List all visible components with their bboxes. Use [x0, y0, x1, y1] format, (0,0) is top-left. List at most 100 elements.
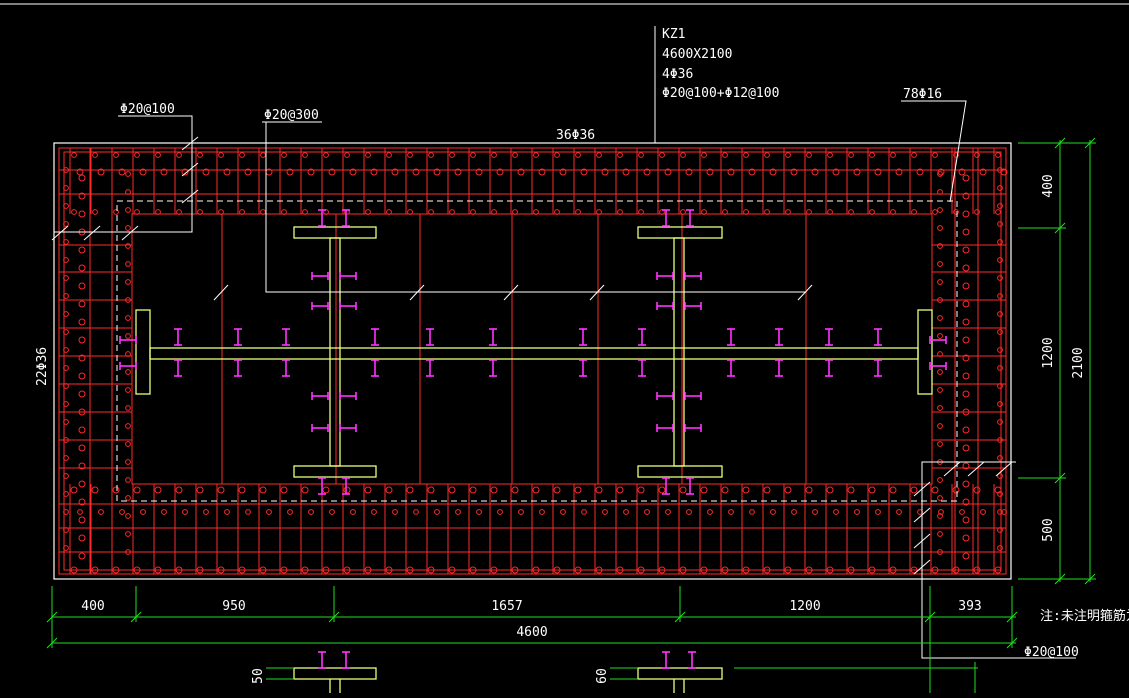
rebar-circle: [63, 365, 69, 371]
callout-corner-bars[interactable]: 78Φ16: [903, 87, 942, 102]
callout-side-bars[interactable]: 22Φ36: [35, 347, 50, 386]
rebar-circle: [125, 207, 131, 213]
rebar-circle: [112, 486, 120, 494]
column-stirrups[interactable]: Φ20@100+Φ12@100: [662, 86, 779, 101]
rebar-circle: [958, 168, 966, 176]
rebar-circle: [937, 333, 943, 339]
rebar-circle: [937, 369, 943, 375]
rebar-circle: [707, 509, 713, 515]
rebar-circle: [706, 168, 714, 176]
rebar-circle: [962, 282, 970, 290]
rebar-circle: [742, 486, 750, 494]
dim-h-393: 393: [958, 599, 981, 614]
steel-right-bottom-flange: [637, 465, 723, 478]
rebar-circle: [197, 152, 203, 158]
rebar-circle: [182, 509, 188, 515]
rebar-circle: [962, 318, 970, 326]
rebar-circle: [962, 498, 970, 506]
steel-left-web: [329, 237, 341, 467]
rebar-circle: [895, 168, 903, 176]
dim-detail-a: 50: [251, 668, 266, 684]
rebar-circle: [937, 423, 943, 429]
rebar-circle: [658, 486, 666, 494]
rebar-circle: [806, 209, 812, 215]
rebar-circle: [63, 275, 69, 281]
rebar-circle: [853, 168, 861, 176]
rebar-circle: [133, 486, 141, 494]
rebar-circle: [63, 167, 69, 173]
dim-h-400: 400: [81, 599, 104, 614]
rebar-circle: [239, 152, 245, 158]
rebar-circle: [722, 209, 728, 215]
rebar-circle: [748, 168, 756, 176]
rebar-circle: [937, 387, 943, 393]
callout-stirrup-left-top[interactable]: Φ20@100: [120, 102, 175, 117]
rebar-circle: [868, 486, 876, 494]
rebar-circle: [890, 152, 896, 158]
steel-horizontal-web: [149, 347, 919, 360]
core-boundary-dashed: [116, 200, 958, 502]
rebar-circle: [78, 408, 86, 416]
rebar-circle: [448, 566, 456, 574]
rebar-circle: [63, 419, 69, 425]
rebar-circle: [937, 513, 943, 519]
dimension-lines: [46, 137, 1096, 693]
callout-top-bars[interactable]: 36Φ36: [556, 128, 595, 143]
rebar-circle: [454, 168, 462, 176]
rebar-circle: [643, 168, 651, 176]
rebar-circle: [538, 168, 546, 176]
rebar-circle: [78, 498, 86, 506]
rebar-circle: [701, 209, 707, 215]
rebar-circle: [937, 405, 943, 411]
leader-lines: [51, 26, 1076, 659]
column-core-bars[interactable]: 4Φ36: [662, 67, 693, 82]
rebar-circle: [763, 486, 771, 494]
rebar-circle: [602, 509, 608, 515]
rebar-circle: [997, 257, 1003, 263]
rebar-circle: [997, 527, 1003, 533]
rebar-circle: [78, 246, 86, 254]
column-outline[interactable]: [53, 142, 1012, 580]
rebar-circle: [427, 486, 435, 494]
rebar-circle: [301, 566, 309, 574]
rebar-circle: [63, 203, 69, 209]
rebar-circle: [962, 534, 970, 542]
rebar-circle: [63, 527, 69, 533]
rebar-circle: [962, 336, 970, 344]
rebar-circle: [78, 354, 86, 362]
rebar-circle: [580, 168, 588, 176]
rebar-circle: [997, 221, 1003, 227]
rebar-circle: [125, 387, 131, 393]
column-id[interactable]: KZ1: [662, 27, 685, 42]
rebar-circle: [995, 152, 1001, 158]
rebar-circle: [406, 486, 414, 494]
rebar-circle: [63, 293, 69, 299]
column-size[interactable]: 4600X2100: [662, 47, 732, 62]
rebar-circle: [364, 486, 372, 494]
callout-tie-spacing[interactable]: Φ20@300: [264, 108, 319, 123]
rebar-circle: [280, 566, 288, 574]
rebar-circle: [932, 209, 938, 215]
rebar-circle: [238, 566, 246, 574]
rebar-circle: [406, 566, 414, 574]
rebar-circle: [911, 152, 917, 158]
rebar-circle: [63, 257, 69, 263]
rebar-circle: [244, 168, 252, 176]
dim-h-1200: 1200: [789, 599, 820, 614]
rebar-circle: [125, 333, 131, 339]
rebar-circle: [155, 152, 161, 158]
rebar-circle: [680, 209, 686, 215]
rebar-circle: [224, 509, 230, 515]
rebar-circle: [962, 372, 970, 380]
rebar-circle: [175, 566, 183, 574]
rebar-circle: [322, 486, 330, 494]
rebar-circle: [848, 209, 854, 215]
rebar-circle: [469, 566, 477, 574]
rebar-circle: [997, 329, 1003, 335]
rebar-circle: [847, 486, 855, 494]
callout-stirrup-right-bottom[interactable]: Φ20@100: [1024, 645, 1079, 660]
rebar-circle: [112, 566, 120, 574]
rebar-circle: [658, 566, 666, 574]
steel-right-web: [673, 237, 685, 467]
